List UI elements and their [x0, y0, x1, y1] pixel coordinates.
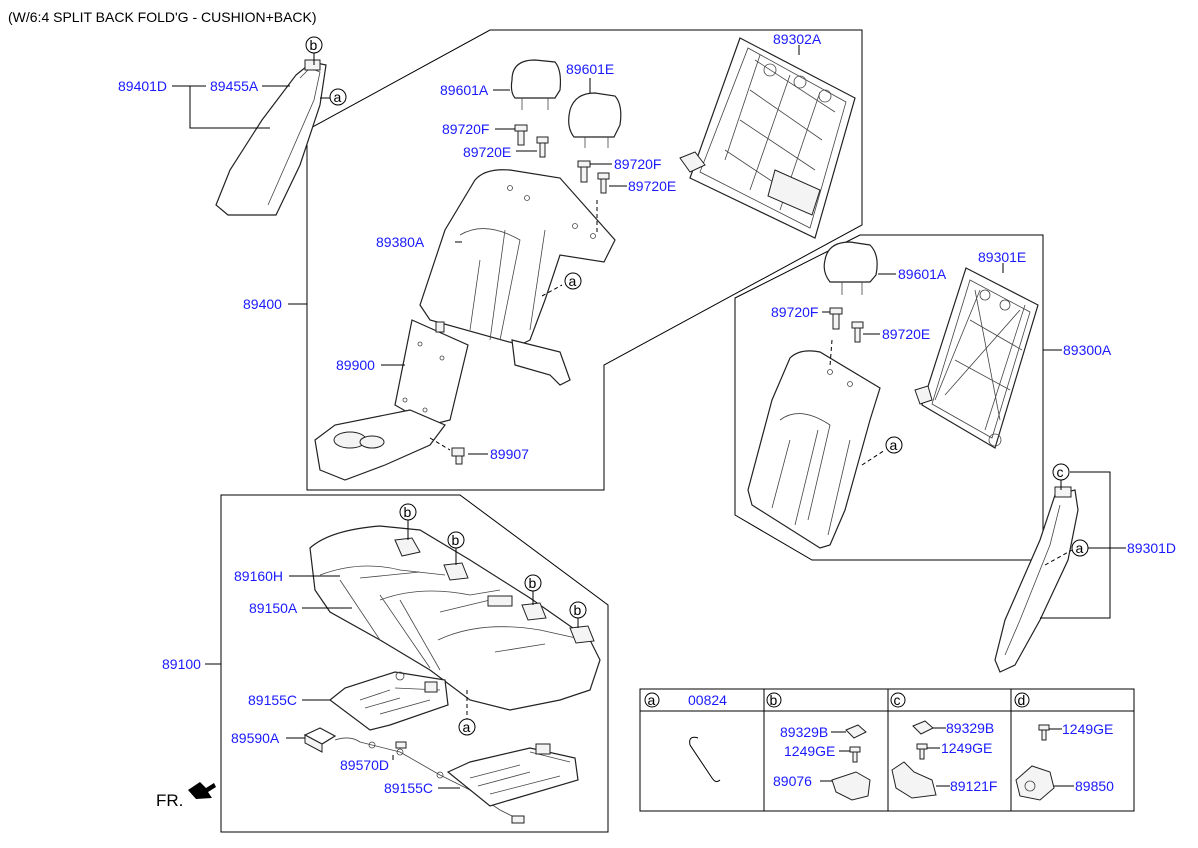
bolt-89907-drawing	[451, 447, 465, 465]
part-label-89720E-right[interactable]: 89720E	[882, 326, 930, 342]
legend-letter-c: c	[894, 692, 901, 708]
part-label-89155C-upper[interactable]: 89155C	[248, 692, 297, 708]
screw-1249GE-b-drawing	[849, 746, 861, 763]
part-label-89601A-right[interactable]: 89601A	[898, 266, 947, 282]
callout-b-4: b	[529, 575, 537, 591]
seatback-frame-89302A-drawing	[679, 37, 856, 239]
callout-b-3: b	[452, 532, 460, 548]
part-label-89301E[interactable]: 89301E	[978, 249, 1026, 265]
part-label-89150A[interactable]: 89150A	[249, 600, 298, 616]
legend-part-1249GE-c[interactable]: 1249GE	[941, 740, 992, 756]
part-label-89720E-top1[interactable]: 89720E	[463, 144, 511, 160]
pad-89329B-b-drawing	[845, 724, 867, 739]
part-label-89601A-top[interactable]: 89601A	[440, 82, 489, 98]
seatback-assembly-frame	[306, 29, 863, 491]
legend-letter-d: d	[1018, 692, 1026, 708]
legend-part-89076[interactable]: 89076	[773, 773, 812, 789]
part-label-89720F-right[interactable]: 89720F	[771, 304, 818, 320]
part-label-89100[interactable]: 89100	[162, 656, 201, 672]
switch-89850-drawing	[1015, 765, 1055, 801]
part-label-89720E-top2[interactable]: 89720E	[628, 178, 676, 194]
heater-module-89590A-drawing	[303, 727, 337, 753]
callout-a: a	[334, 89, 342, 105]
seatback-frame-89301E-drawing	[914, 267, 1039, 449]
part-label-89160H[interactable]: 89160H	[234, 568, 283, 584]
part-label-89570D[interactable]: 89570D	[340, 757, 389, 773]
part-label-89380A[interactable]: 89380A	[376, 234, 425, 250]
legend-table	[639, 688, 1135, 812]
pad-89329B-c-drawing	[912, 720, 934, 735]
legend-part-89329B-b[interactable]: 89329B	[780, 724, 828, 740]
seatback-right-drawing	[747, 350, 881, 549]
part-label-89907[interactable]: 89907	[490, 446, 529, 462]
front-direction-label: FR.	[156, 791, 183, 810]
part-label-89401D[interactable]: 89401D	[118, 78, 167, 94]
guide-bolt-drawings	[514, 124, 610, 194]
bracket-89301D	[1040, 471, 1111, 619]
part-label-89900[interactable]: 89900	[336, 357, 375, 373]
bracket-89401D	[189, 86, 270, 129]
part-label-89302A[interactable]: 89302A	[773, 31, 822, 47]
callout-a-4: a	[1076, 540, 1084, 556]
headrest-89601A-right-drawing	[823, 241, 878, 295]
legend-part-89121F[interactable]: 89121F	[950, 778, 997, 794]
wiring-89570D-drawing	[334, 737, 525, 824]
legend-part-1249GE-d[interactable]: 1249GE	[1062, 721, 1113, 737]
wire-clip-00824-drawing	[689, 736, 721, 783]
callout-c: c	[1057, 464, 1064, 480]
part-label-89601E[interactable]: 89601E	[566, 61, 614, 77]
legend-part-89850[interactable]: 89850	[1075, 778, 1114, 794]
guide-bolts-right-drawing	[829, 307, 864, 343]
legend-letter-b: b	[770, 692, 778, 708]
part-label-89400[interactable]: 89400	[243, 296, 282, 312]
bracket-89121F-drawing	[891, 761, 937, 799]
legend-part-89329B-c[interactable]: 89329B	[946, 720, 994, 736]
part-label-89300A[interactable]: 89300A	[1063, 342, 1112, 358]
callout-b-5: b	[574, 602, 582, 618]
legend-part-00824[interactable]: 00824	[688, 692, 727, 708]
callout-a-5: a	[463, 719, 471, 735]
heater-mat-upper-drawing	[329, 671, 449, 731]
diagram-title: (W/6:4 SPLIT BACK FOLD'G - CUSHION+BACK)	[8, 9, 317, 25]
side-bolster-left-drawing	[215, 59, 327, 216]
seat-cushion-drawing	[309, 525, 601, 711]
callout-b-2: b	[404, 504, 412, 520]
part-label-89720F-top2[interactable]: 89720F	[614, 156, 661, 172]
callout-a-3: a	[890, 437, 898, 453]
part-label-89720F-top1[interactable]: 89720F	[442, 121, 489, 137]
heater-mat-lower-drawing	[446, 743, 579, 807]
front-arrow-icon	[188, 782, 216, 799]
armrest-89900-drawing	[314, 319, 469, 481]
legend-letter-a: a	[648, 692, 656, 708]
screw-1249GE-d-drawing	[1038, 724, 1050, 741]
part-label-89155C-lower[interactable]: 89155C	[384, 780, 433, 796]
callout-b: b	[310, 37, 318, 53]
callout-a-2: a	[569, 273, 577, 289]
side-bolster-right-drawing	[994, 486, 1079, 673]
part-label-89301D[interactable]: 89301D	[1127, 540, 1176, 556]
seatback-89380A-drawing	[419, 169, 616, 386]
part-label-89455A[interactable]: 89455A	[210, 78, 259, 94]
cushion-assembly-frame	[220, 494, 609, 833]
bracket-89076-drawing	[831, 771, 871, 801]
legend-part-1249GE-b[interactable]: 1249GE	[784, 743, 835, 759]
part-label-89590A[interactable]: 89590A	[231, 730, 280, 746]
screw-1249GE-c-drawing	[916, 743, 928, 760]
headrest-89601A-drawing	[510, 59, 562, 110]
headrest-89601E-drawing	[568, 92, 622, 148]
